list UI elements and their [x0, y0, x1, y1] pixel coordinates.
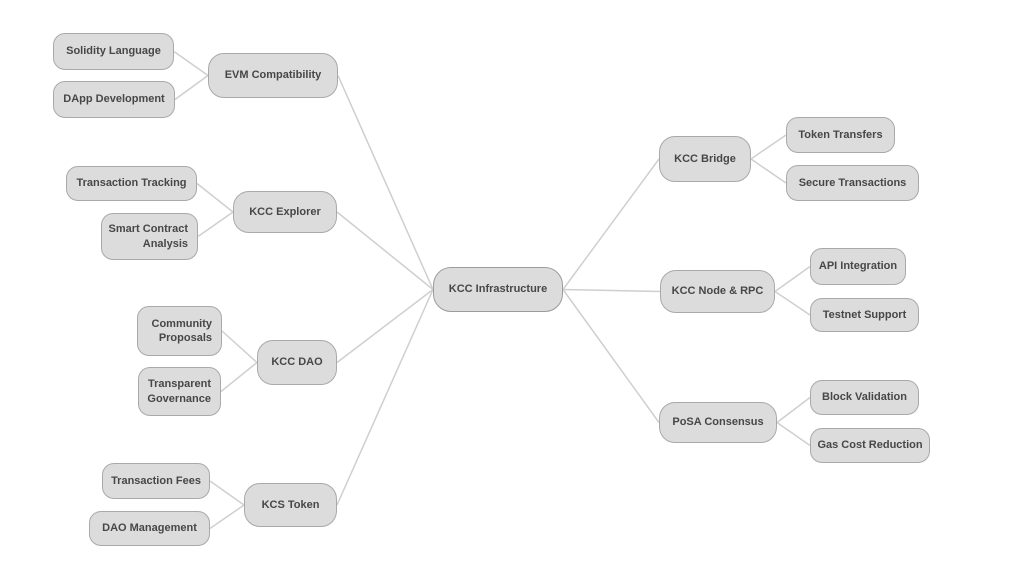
node-smart-contract-analysis[interactable]: Smart Contract Analysis	[101, 213, 198, 260]
node-community-proposals[interactable]: Community Proposals	[137, 306, 222, 356]
edge-kcc-dao--kcc-infrastructure	[336, 288, 434, 364]
node-label: Smart Contract Analysis	[108, 223, 188, 250]
node-token-transfers[interactable]: Token Transfers	[786, 117, 895, 153]
node-label: Gas Cost Reduction	[817, 439, 923, 452]
node-label: API Integration	[818, 260, 898, 273]
node-dapp-development[interactable]: DApp Development	[53, 81, 175, 118]
edge-dapp-development--evm-compatibility	[174, 74, 209, 101]
node-transaction-tracking[interactable]: Transaction Tracking	[66, 166, 197, 201]
node-kcc-bridge[interactable]: KCC Bridge	[659, 136, 751, 182]
node-transaction-fees[interactable]: Transaction Fees	[102, 463, 210, 499]
edge-posa-consensus--block-validation	[776, 396, 811, 424]
node-label: Solidity Language	[66, 45, 161, 58]
node-dao-management[interactable]: DAO Management	[89, 511, 210, 546]
node-label: EVM Compatibility	[224, 69, 322, 82]
edge-transparent-governance--kcc-dao	[220, 361, 258, 393]
edge-community-proposals--kcc-dao	[221, 330, 258, 364]
node-kcc-infrastructure[interactable]: KCC Infrastructure	[433, 267, 563, 312]
node-posa-consensus[interactable]: PoSA Consensus	[659, 402, 777, 443]
node-kcs-token[interactable]: KCS Token	[244, 483, 337, 527]
node-transparent-governance[interactable]: Transparent Governance	[138, 367, 221, 416]
node-label: Transaction Tracking	[76, 177, 187, 190]
edge-kcc-bridge--secure-transactions	[750, 158, 787, 184]
node-label: PoSA Consensus	[672, 416, 764, 429]
node-kcc-dao[interactable]: KCC DAO	[257, 340, 337, 385]
node-label: Secure Transactions	[798, 176, 907, 189]
node-label: Token Transfers	[798, 128, 883, 141]
node-kcc-node-rpc[interactable]: KCC Node & RPC	[660, 270, 775, 313]
edge-kcc-node-rpc--testnet-support	[774, 290, 811, 316]
edge-kcs-token--kcc-infrastructure	[336, 289, 434, 506]
edge-solidity-language--evm-compatibility	[173, 50, 209, 77]
node-label: KCC Infrastructure	[448, 283, 548, 296]
node-api-integration[interactable]: API Integration	[810, 248, 906, 285]
node-label: Community Proposals	[151, 317, 213, 344]
node-label: Transaction Fees	[111, 474, 201, 487]
node-block-validation[interactable]: Block Validation	[810, 380, 919, 415]
node-label: Transparent Governance	[147, 378, 211, 405]
edge-kcc-bridge--token-transfers	[750, 134, 787, 160]
node-kcc-explorer[interactable]: KCC Explorer	[233, 191, 337, 233]
edge-kcc-infrastructure--posa-consensus	[562, 289, 660, 423]
edge-kcc-explorer--kcc-infrastructure	[336, 211, 434, 291]
node-label: KCS Token	[261, 498, 320, 511]
node-solidity-language[interactable]: Solidity Language	[53, 33, 174, 70]
edge-kcc-node-rpc--api-integration	[774, 265, 811, 293]
node-label: KCC DAO	[271, 356, 323, 369]
edge-evm-compatibility--kcc-infrastructure	[337, 75, 434, 290]
edge-transaction-fees--kcs-token	[209, 480, 245, 506]
node-label: KCC Bridge	[674, 152, 736, 165]
node-label: KCC Node & RPC	[671, 285, 764, 298]
node-testnet-support[interactable]: Testnet Support	[810, 298, 919, 332]
edge-posa-consensus--gas-cost-reduction	[776, 421, 811, 447]
node-label: KCC Explorer	[249, 205, 321, 218]
node-label: Block Validation	[822, 391, 907, 404]
node-label: Testnet Support	[822, 308, 907, 321]
edge-dao-management--kcs-token	[209, 504, 245, 530]
edge-transaction-tracking--kcc-explorer	[196, 182, 234, 213]
edge-smart-contract-analysis--kcc-explorer	[197, 211, 234, 238]
node-label: DAO Management	[102, 522, 197, 535]
node-gas-cost-reduction[interactable]: Gas Cost Reduction	[810, 428, 930, 463]
node-label: DApp Development	[63, 93, 165, 106]
node-secure-transactions[interactable]: Secure Transactions	[786, 165, 919, 201]
edge-kcc-infrastructure--kcc-bridge	[562, 158, 660, 290]
node-evm-compatibility[interactable]: EVM Compatibility	[208, 53, 338, 98]
edge-kcc-infrastructure--kcc-node-rpc	[562, 288, 661, 293]
